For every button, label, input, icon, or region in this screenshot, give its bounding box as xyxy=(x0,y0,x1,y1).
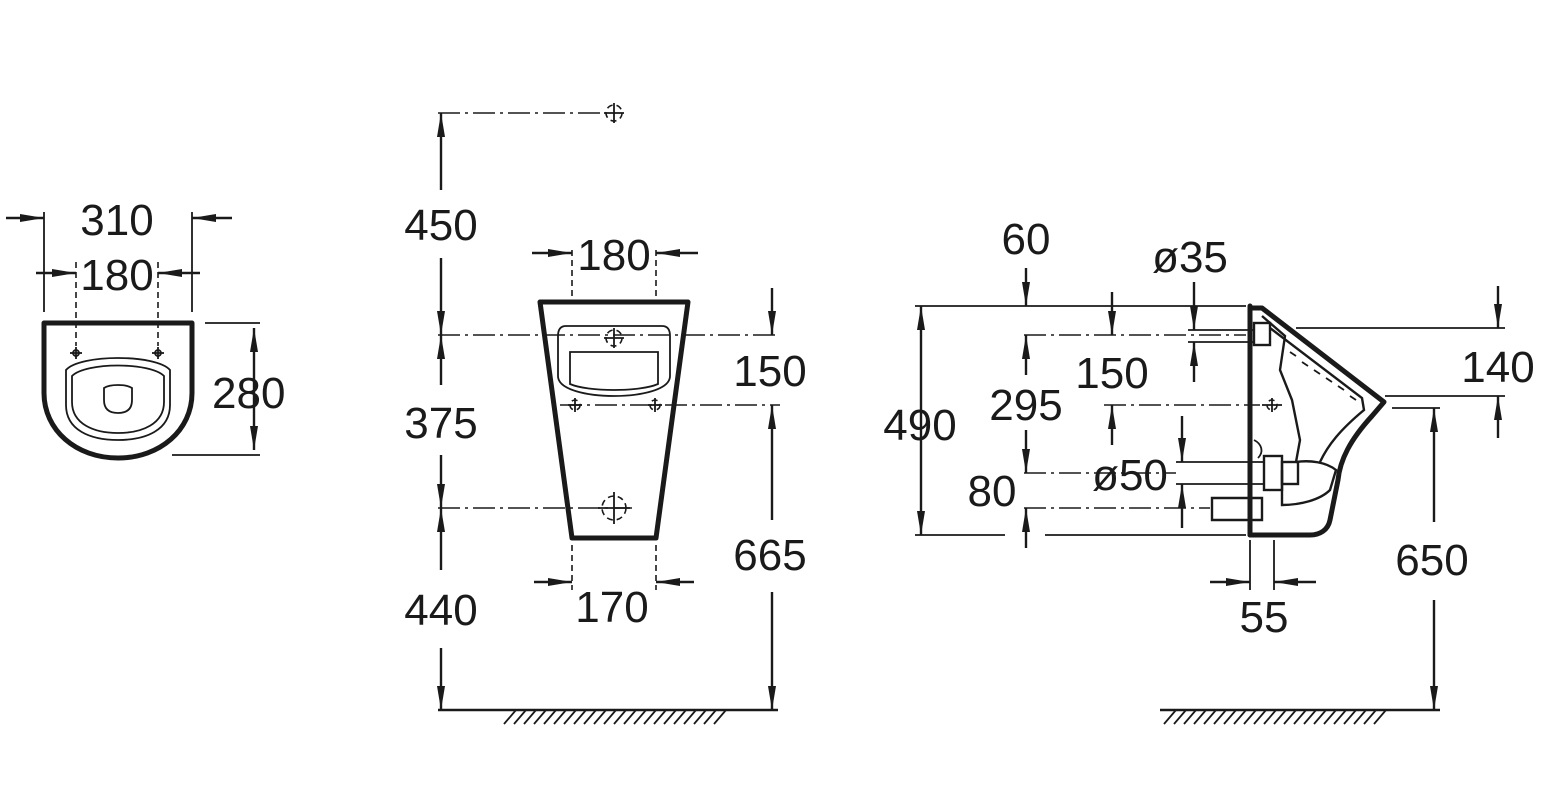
dim-280-label: 280 xyxy=(212,369,285,418)
side-view-floor-hatch xyxy=(1163,709,1387,725)
dim-35-label: ø35 xyxy=(1152,233,1228,282)
side-view-outline xyxy=(1247,305,1387,538)
side-view-fixing xyxy=(1262,398,1282,412)
dim-150-side-label: 150 xyxy=(1075,349,1148,398)
dim-295-label: 295 xyxy=(989,381,1062,430)
dim-80-label: 80 xyxy=(968,467,1017,516)
dim-310-label: 310 xyxy=(80,196,153,245)
top-view-fixing-left xyxy=(70,347,82,359)
dim-60-label: 60 xyxy=(1002,215,1051,264)
dim-180-front-label: 180 xyxy=(577,231,650,280)
side-view-rim xyxy=(1289,351,1357,401)
side-view: 60 ø35 490 295 150 ø50 80 140 650 55 xyxy=(883,215,1535,725)
front-view: 450 180 150 375 665 440 170 xyxy=(404,103,807,725)
side-view-back xyxy=(1261,315,1302,463)
dim-170-label: 170 xyxy=(575,583,648,632)
dim-50-label: ø50 xyxy=(1092,451,1168,500)
dim-180-label: 180 xyxy=(80,251,153,300)
side-view-inner-bowl xyxy=(1269,327,1366,463)
dim-55-label: 55 xyxy=(1240,593,1289,642)
side-view-waste-pipe xyxy=(1210,496,1264,522)
dim-150-front-label: 150 xyxy=(733,347,806,396)
side-view-inlet-connector xyxy=(1252,321,1272,347)
front-view-fixing-right xyxy=(648,398,662,412)
top-view-outline xyxy=(41,320,195,461)
dim-450-label: 450 xyxy=(404,201,477,250)
top-view-bowl-inner xyxy=(71,364,165,434)
dim-140-label: 140 xyxy=(1461,343,1534,392)
front-view-fixing-left xyxy=(568,398,582,412)
top-view-drain xyxy=(103,384,133,414)
side-view-trap xyxy=(1280,460,1338,507)
side-view-outlet-connector xyxy=(1262,454,1284,492)
front-view-inlet-symbol xyxy=(604,328,624,348)
front-view-flush-opening xyxy=(557,325,671,397)
top-view: 310 180 280 xyxy=(6,196,285,461)
front-view-bowl-inner xyxy=(569,351,659,391)
top-view-fixing-right xyxy=(152,347,164,359)
top-view-bowl xyxy=(65,357,171,441)
dim-440-label: 440 xyxy=(404,586,477,635)
front-view-outlet-symbol xyxy=(598,492,630,524)
front-view-inlet-symbol-top xyxy=(604,103,624,123)
front-view-outline xyxy=(537,299,691,541)
front-view-floor-hatch xyxy=(503,709,727,725)
dim-665-label: 665 xyxy=(733,531,806,580)
dim-490-label: 490 xyxy=(883,401,956,450)
dim-375-label: 375 xyxy=(404,399,477,448)
dim-650-label: 650 xyxy=(1395,536,1468,585)
